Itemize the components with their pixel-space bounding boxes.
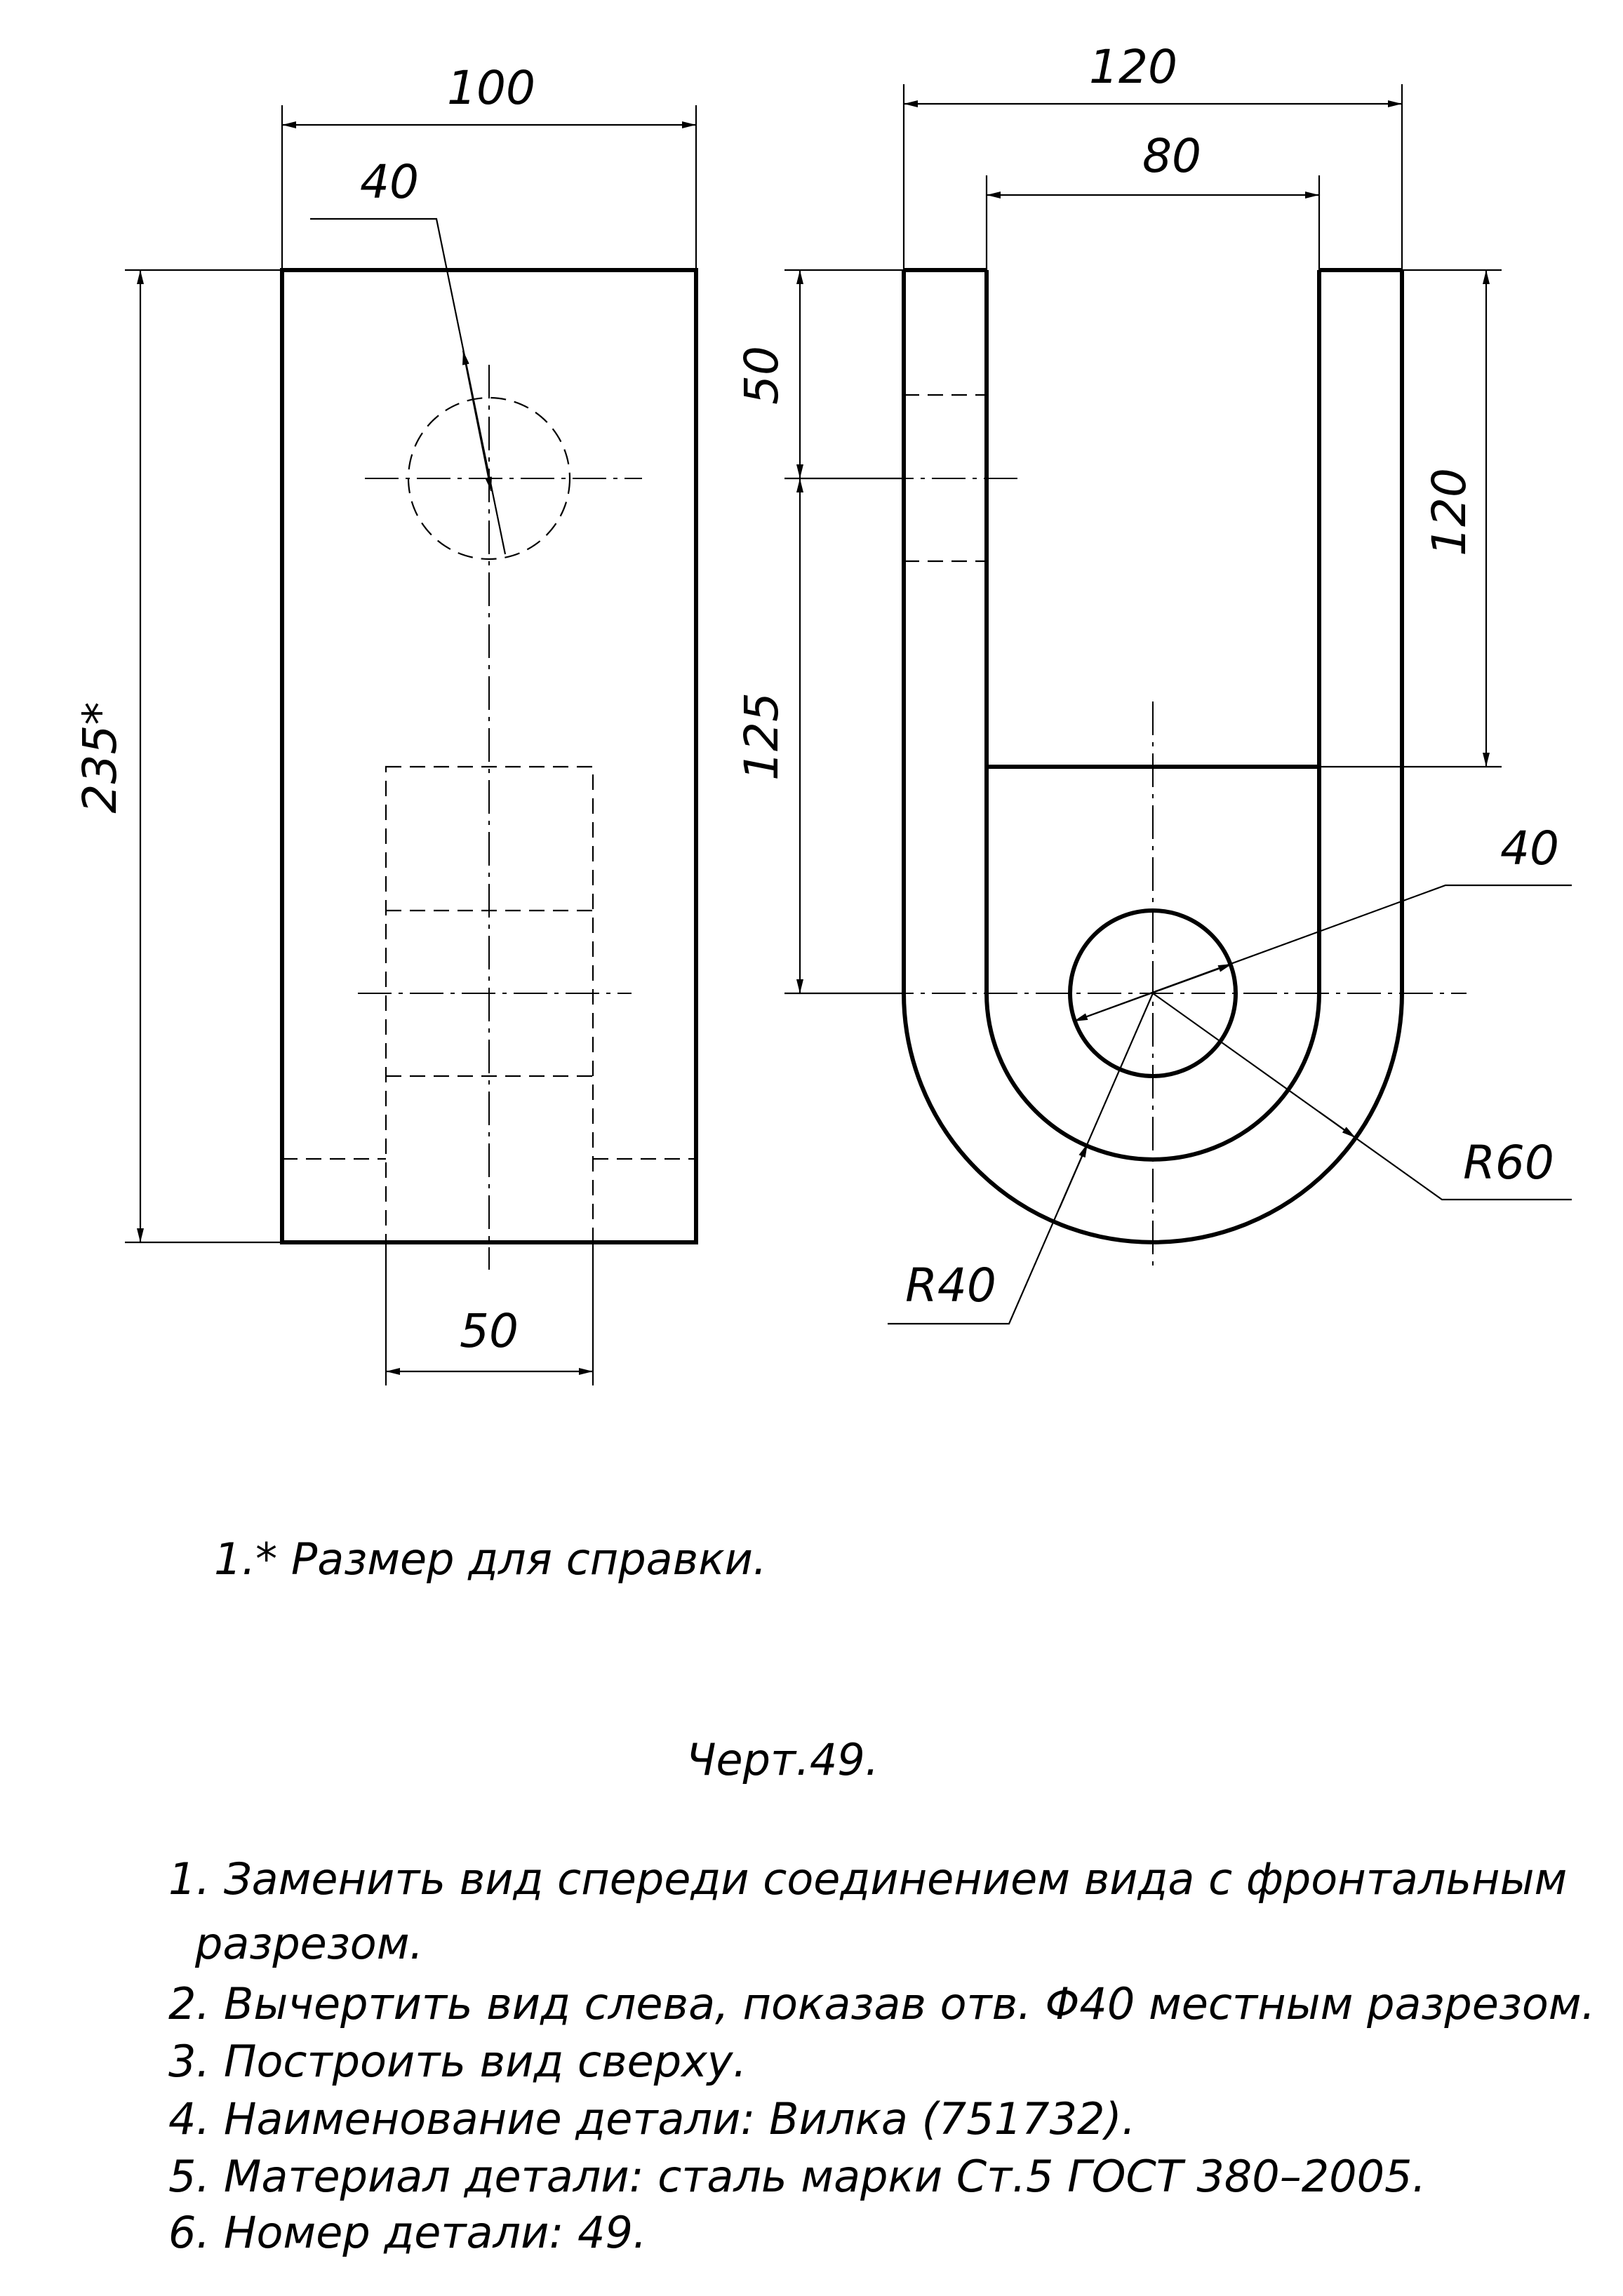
dim-slot-width-label: 80 — [1142, 129, 1201, 183]
dim-height-label: 235* — [73, 702, 127, 814]
outer-radius-label: R60 — [1463, 1136, 1554, 1190]
front-view: 100 40 235* 50 — [73, 61, 698, 1385]
side-hole-dim-label: 40 — [1500, 821, 1559, 875]
dim-center-offset-label: 125 — [735, 692, 789, 781]
hole-dim-label: 40 — [360, 155, 419, 209]
dim-top-offset-label: 50 — [735, 346, 789, 405]
dim-width-label: 100 — [447, 61, 535, 115]
dim-outer-width-label: 120 — [1089, 40, 1177, 94]
side-view: 120 80 50 125 120 40 R60 R40 — [735, 40, 1572, 1325]
hole-leader — [462, 350, 493, 492]
r40-leader-arrow — [1058, 1143, 1089, 1209]
dim-bottom-label: 50 — [460, 1304, 519, 1358]
inner-radius-label: R40 — [905, 1258, 996, 1313]
front-view-outline — [280, 268, 698, 1244]
r60-leader-arrow — [1318, 1111, 1356, 1139]
dim-slot-depth-label: 120 — [1422, 468, 1476, 556]
side-hole-leader — [1073, 962, 1233, 1023]
hidden-slot-outline — [385, 765, 594, 1244]
